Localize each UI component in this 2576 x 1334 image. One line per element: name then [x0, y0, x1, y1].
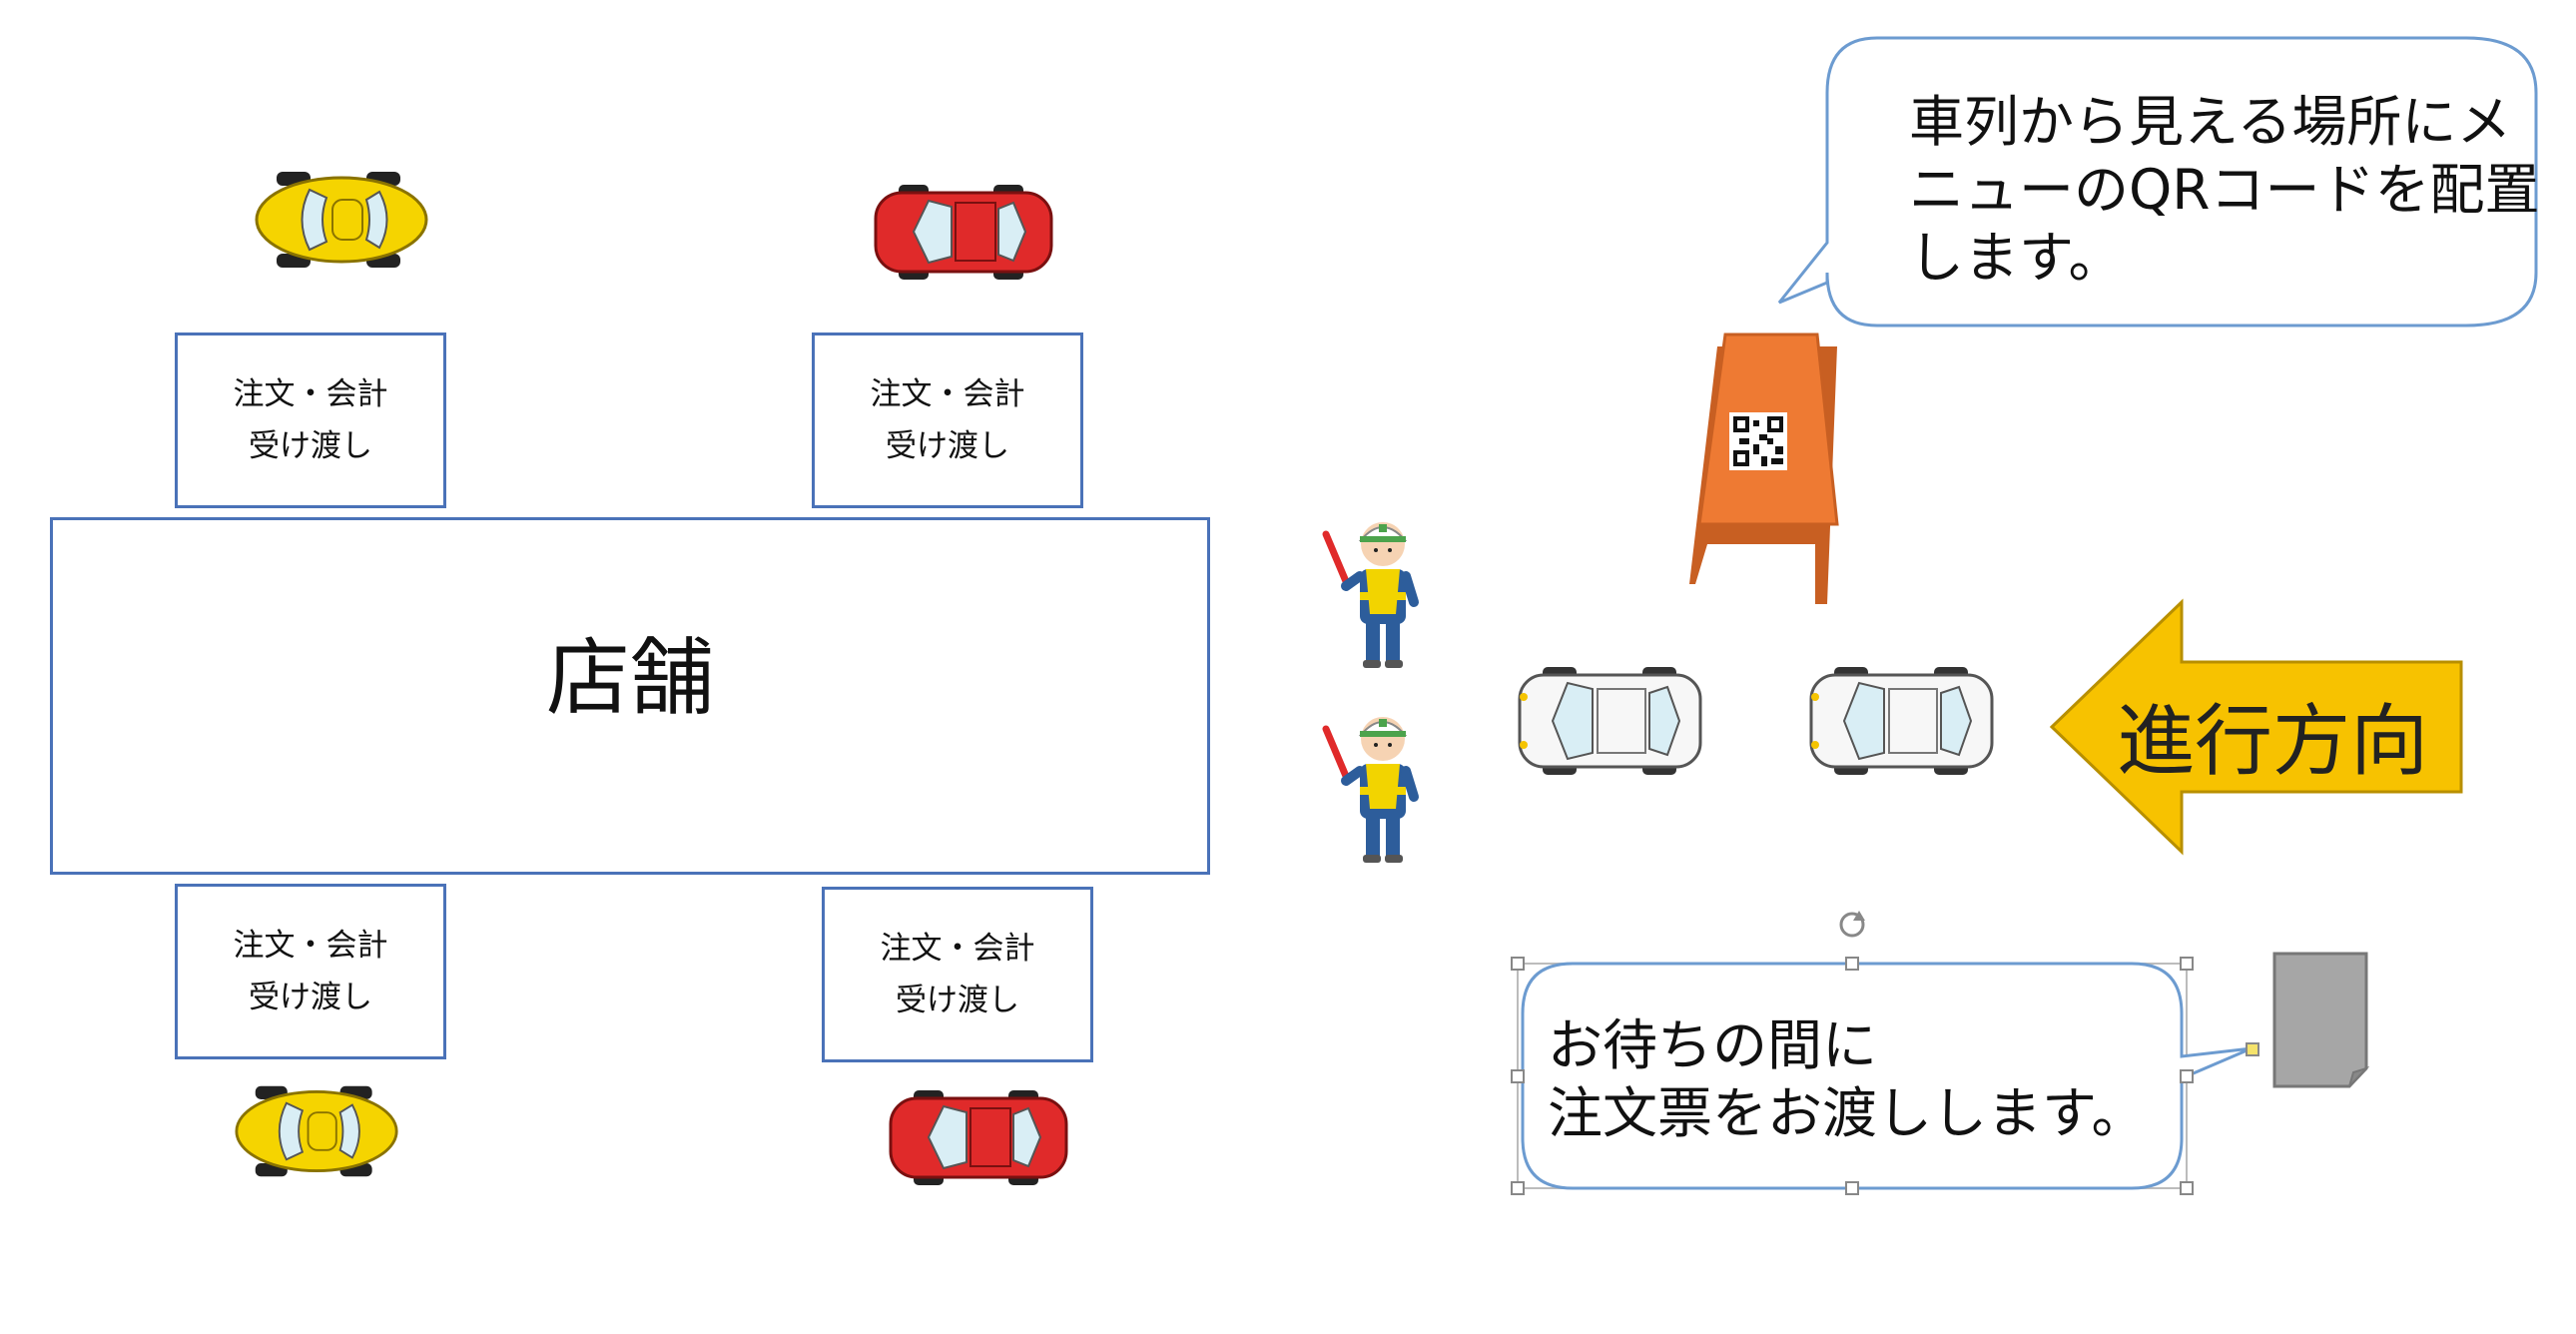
store-box: 店舗	[50, 517, 1210, 875]
station-line2: 受け渡し	[249, 980, 372, 1015]
station-bottom-left: 注文・会計 受け渡し	[175, 884, 446, 1059]
yellow-car-top-left	[255, 172, 428, 268]
store-label: 店舗	[545, 628, 714, 727]
callout-order-line2: 注文票をお渡しします。	[1548, 1081, 2147, 1145]
callout-menu-text: 車列から見える場所にメ ニューのQRコードを配置 します。	[1909, 88, 2540, 292]
white-car-right	[1809, 667, 1994, 775]
traffic-guard-upper	[1322, 522, 1419, 668]
station-top-left: 注文・会計 受け渡し	[175, 333, 446, 508]
callout-order-line1: お待ちの間に	[1548, 1013, 1878, 1077]
station-line2: 受け渡し	[886, 428, 1009, 464]
callout-menu-bubble	[1777, 36, 2538, 328]
red-car-bottom-right	[889, 1090, 1068, 1185]
station-line1: 注文・会計	[233, 376, 388, 412]
station-line1: 注文・会計	[870, 376, 1025, 412]
station-line2: 受け渡し	[249, 428, 372, 464]
station-line1: 注文・会計	[233, 928, 388, 964]
order-slip-icon	[2272, 952, 2370, 1088]
callout-order-text: お待ちの間に 注文票をお渡しします。	[1548, 1011, 2147, 1147]
callout-menu-line1: 車列から見える場所にメ	[1909, 90, 2512, 154]
white-car-left	[1518, 667, 1702, 775]
qr-menu-signboard	[1689, 333, 1839, 604]
direction-label: 進行方向	[2117, 697, 2429, 787]
callout-menu-line3: します。	[1909, 226, 2124, 290]
station-top-right: 注文・会計 受け渡し	[812, 333, 1083, 508]
station-bottom-right: 注文・会計 受け渡し	[822, 887, 1093, 1062]
station-line2: 受け渡し	[896, 983, 1019, 1018]
callout-order-bubble[interactable]	[1508, 909, 2286, 1208]
yellow-car-bottom-left	[235, 1085, 398, 1177]
callout-menu-line2: ニューのQRコードを配置	[1909, 158, 2540, 222]
red-car-top-right	[874, 185, 1053, 280]
station-line1: 注文・会計	[880, 931, 1035, 967]
traffic-guard-lower	[1322, 717, 1419, 863]
direction-arrow	[2049, 598, 2463, 856]
